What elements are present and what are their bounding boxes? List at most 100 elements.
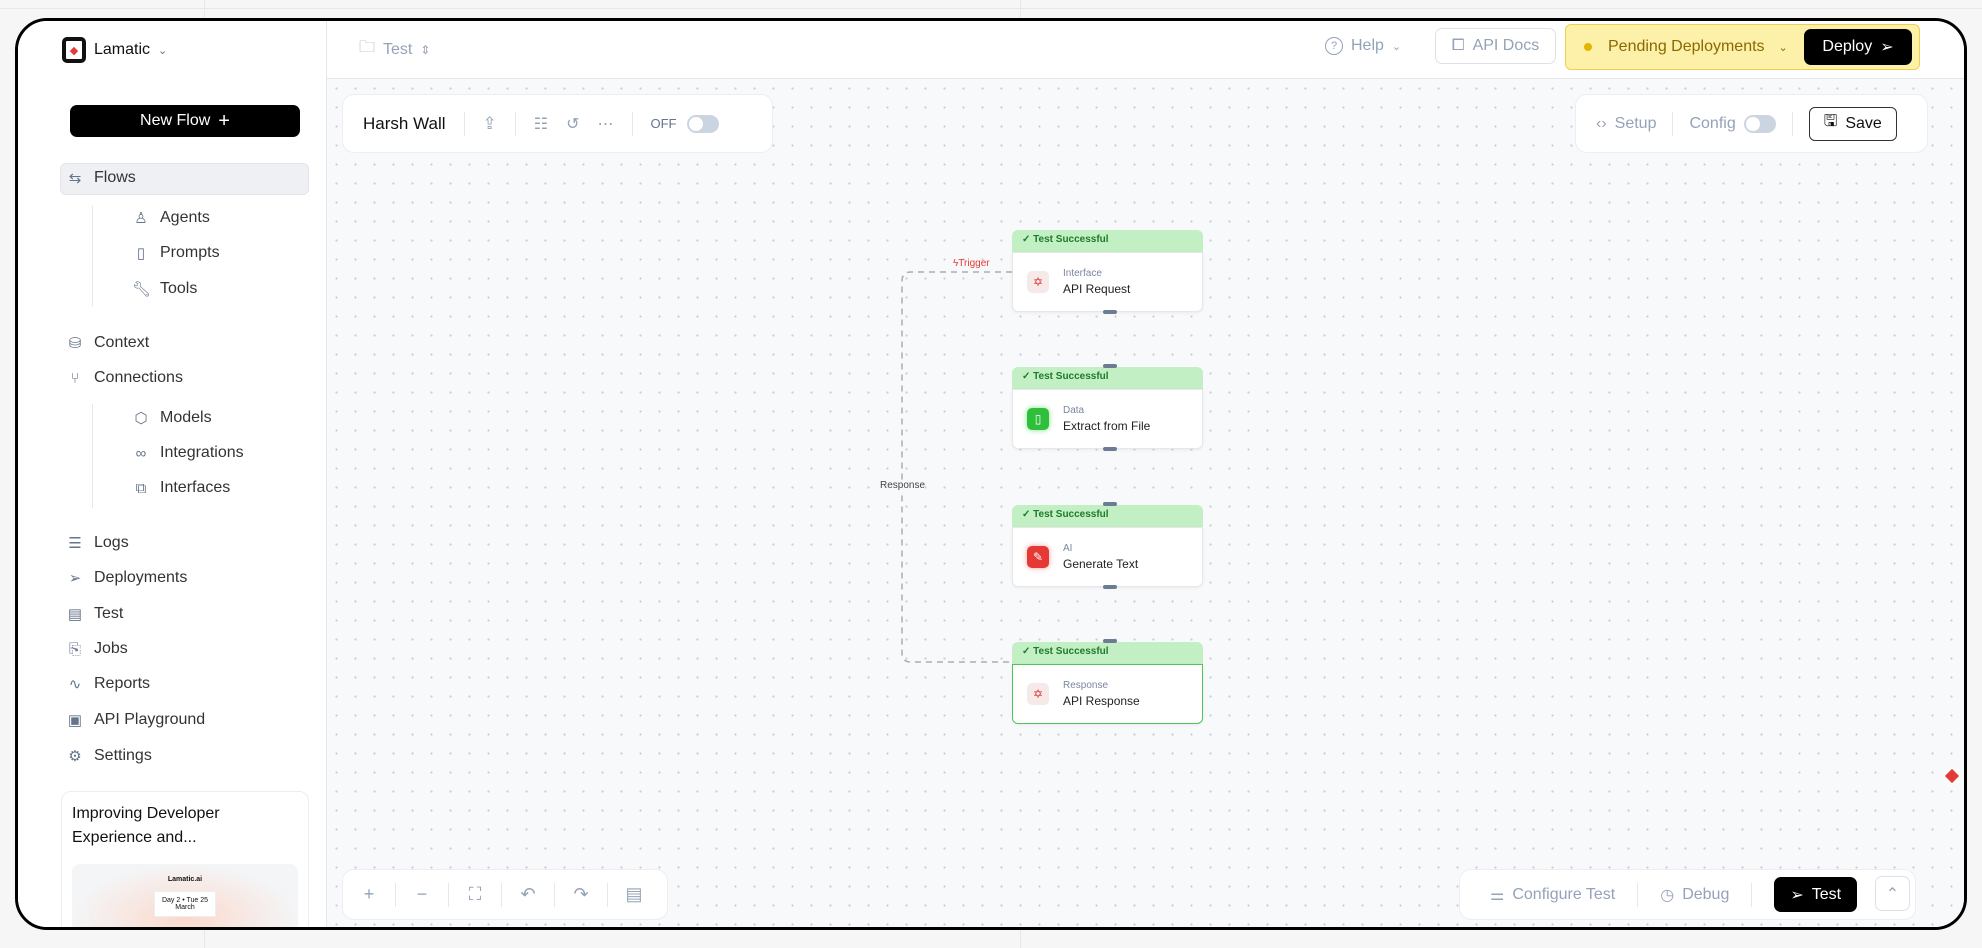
upload-icon[interactable]: ⇪ [482, 113, 497, 133]
label: Connections [94, 369, 183, 386]
chevron-up-icon: ⌃ [1885, 885, 1900, 903]
zoom-in-icon[interactable]: + [363, 884, 375, 904]
sidebar-item-connections[interactable]: ⑂ Connections [66, 369, 183, 387]
node-status: Test Successful [1033, 646, 1109, 657]
top-bar: 🗀Test⇕ ?Help⌄ ⧠API Docs Pending Deployme… [327, 21, 1964, 79]
promo-card[interactable]: Improving Developer Experience and... La… [61, 791, 309, 927]
list-icon[interactable]: ☷ [533, 115, 549, 133]
debug-label: Debug [1682, 885, 1730, 903]
test-label: Test [1811, 885, 1842, 903]
project-breadcrumb[interactable]: 🗀Test⇕ [359, 36, 430, 63]
response-label: Response [880, 480, 926, 491]
flow-canvas[interactable]: Harsh Wall ⇪ ☷ ↺ ⋯ OFF ‹›Setup Config 🖫S… [327, 79, 1964, 927]
more-icon[interactable]: ⋯ [597, 115, 614, 133]
sidebar-item-tools[interactable]: 🔧︎Tools [132, 280, 197, 298]
plus-icon: + [218, 109, 230, 132]
workspace-name: Lamatic [94, 41, 151, 58]
right-toolbar: ‹›Setup Config 🖫Save [1575, 94, 1928, 153]
expand-panel-button[interactable]: ⌃ [1875, 876, 1910, 911]
flow-active-toggle[interactable] [686, 114, 719, 133]
sidebar-item-deployments[interactable]: ➢Deployments [66, 569, 188, 587]
fit-view-icon[interactable]: ⛶ [468, 884, 482, 904]
api-icon: ✡ [1027, 271, 1049, 293]
sidebar-item-settings[interactable]: ⚙Settings [66, 747, 152, 765]
sliders-icon: ⚌ [1490, 886, 1505, 904]
setup-label: Setup [1614, 114, 1657, 132]
pending-deployments[interactable]: Pending Deployments⌄ Deploy➢ [1565, 24, 1920, 70]
deploy-label: Deploy [1822, 38, 1873, 55]
sidebar-item-flows[interactable]: ⇆Flows [66, 169, 136, 187]
new-flow-label: New Flow [140, 112, 211, 129]
debug-button[interactable]: ◷Debug [1660, 885, 1729, 905]
folder-icon: 🗀 [359, 39, 376, 56]
sidebar-item-integrations[interactable]: ∞Integrations [132, 444, 244, 462]
sidebar-item-reports[interactable]: ∿Reports [66, 675, 150, 693]
flow-toolbar: Harsh Wall ⇪ ☷ ↺ ⋯ OFF [342, 94, 773, 153]
trigger-label: ϟTrigger [953, 258, 990, 269]
sidebar-item-models[interactable]: ⬡Models [132, 409, 211, 427]
preview-brand: Lamatic.ai [167, 876, 203, 883]
test-button[interactable]: ➢Test [1774, 877, 1858, 912]
setup-button[interactable]: ‹›Setup [1596, 115, 1656, 133]
label: Test [94, 605, 124, 622]
sidebar-item-agents[interactable]: ♙Agents [132, 209, 210, 227]
test-panel: ⚌Configure Test ◷Debug ➢Test [1459, 869, 1916, 920]
new-flow-button[interactable]: New Flow + [70, 105, 300, 137]
sidebar-item-test[interactable]: ▤ Test [66, 605, 123, 623]
node-category: Interface [1063, 268, 1102, 279]
table-icon[interactable]: ▤ [625, 884, 643, 904]
history-icon[interactable]: ↺ [566, 115, 580, 133]
label: Tools [160, 280, 198, 297]
response-edge [901, 271, 1012, 663]
trigger-text: Trigger [958, 258, 990, 269]
node-category: Response [1063, 680, 1109, 691]
node-status: Test Successful [1033, 371, 1109, 382]
check-icon: ✓ [1022, 234, 1034, 245]
config-toggle[interactable] [1743, 114, 1776, 133]
docs-icon: ⧠ [1451, 37, 1465, 54]
sidebar-item-interfaces[interactable]: ⧉ Interfaces [132, 479, 231, 497]
label: API Playground [94, 711, 206, 728]
save-icon: 🖫 [1823, 113, 1838, 130]
cube-icon: ⬡ [134, 410, 148, 427]
sidebar-item-api-playground[interactable]: ▣API Playground [66, 711, 205, 729]
node-name: API Request [1063, 282, 1131, 296]
file-icon: ▯ [1027, 408, 1049, 430]
label: Integrations [160, 444, 244, 461]
api-docs-button[interactable]: ⧠API Docs [1435, 28, 1556, 64]
chevron-down-icon: ⌄ [1391, 40, 1402, 53]
help-icon: ? [1325, 37, 1343, 55]
undo-icon[interactable]: ↶ [520, 884, 536, 904]
label: Interfaces [160, 479, 231, 496]
node-status: Test Successful [1033, 234, 1109, 245]
sidebar-item-jobs[interactable]: ⎘ Jobs [66, 640, 128, 658]
workspace-switcher[interactable]: ◆ Lamatic ⌄ [62, 37, 167, 63]
connections-icon: ⑂ [70, 369, 80, 387]
label: Flows [94, 169, 136, 186]
node-name: Extract from File [1063, 419, 1151, 433]
check-icon: ✓ [1022, 646, 1034, 657]
label: Context [94, 334, 150, 351]
jobs-icon: ⎘ [68, 640, 81, 658]
interface-icon: ⧉ [135, 479, 147, 497]
configure-test-button[interactable]: ⚌Configure Test [1490, 885, 1615, 905]
zoom-out-icon[interactable]: − [416, 884, 428, 904]
breadcrumb-label: Test [383, 40, 413, 58]
redo-icon[interactable]: ↷ [573, 884, 589, 904]
sidebar-item-prompts[interactable]: ▯Prompts [132, 244, 220, 262]
deploy-button[interactable]: Deploy➢ [1804, 29, 1912, 65]
sidebar-item-context[interactable]: ⛁Context [66, 334, 149, 352]
preview-text: Day 2 • Tue 25 March [154, 891, 216, 917]
promo-card-image: Lamatic.ai Day 2 • Tue 25 March [72, 864, 298, 927]
save-button[interactable]: 🖫Save [1808, 106, 1897, 141]
sidebar-item-logs[interactable]: ☰Logs [66, 534, 128, 552]
table-icon: ▤ [67, 606, 83, 623]
canvas-controls: + − ⛶ ↶ ↷ ▤ [342, 869, 668, 920]
help-menu[interactable]: ?Help⌄ [1325, 37, 1401, 55]
label: Jobs [94, 640, 128, 657]
flow-name[interactable]: Harsh Wall [363, 113, 446, 133]
